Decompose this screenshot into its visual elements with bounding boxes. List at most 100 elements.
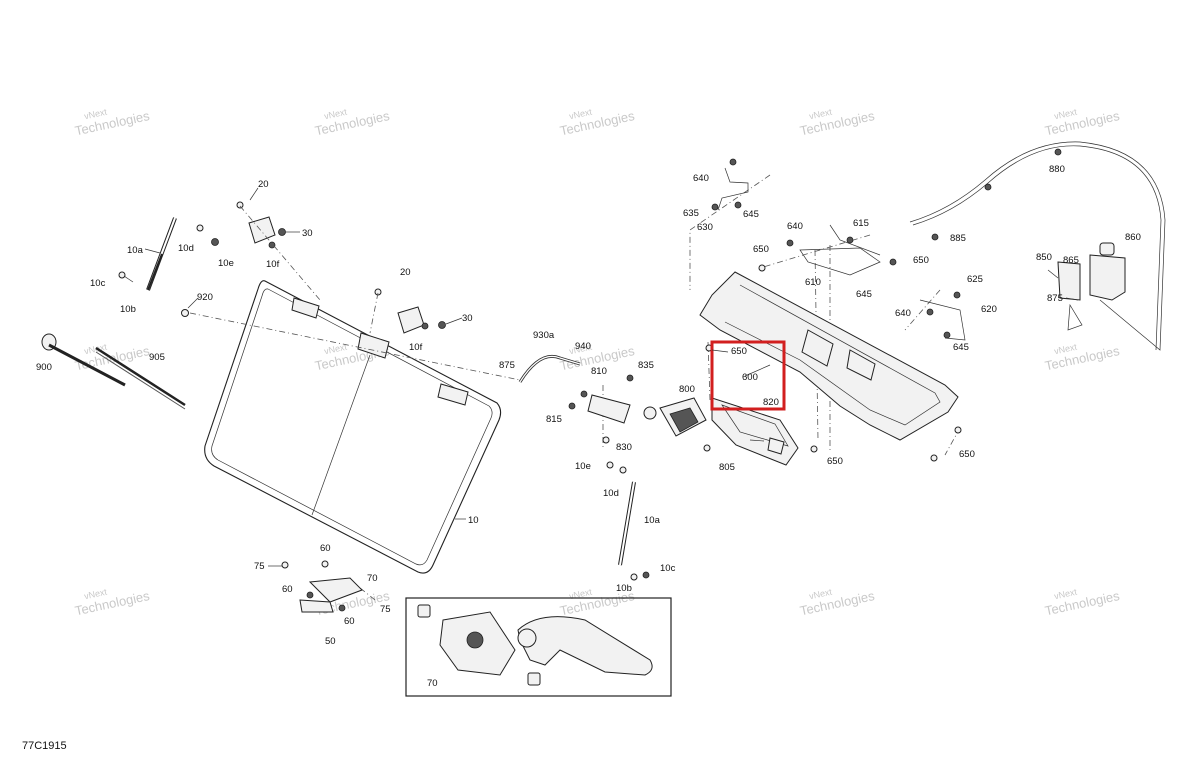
washer-reservoir [1057,242,1126,331]
label-30b: 30 [462,313,473,324]
label-650-e: 650 [827,456,843,467]
callout-labels: 20 30 10a 10d 10e 10f 10c 10b 920 20 30 … [36,164,1141,689]
label-10d-r: 10d [603,488,619,499]
label-900: 900 [36,362,52,373]
watermark-line-1: vNext [1053,107,1078,122]
gas-strut-right [606,461,650,581]
label-10a-r: 10a [644,515,661,526]
watermark-line-1: vNext [83,587,108,602]
hinge-bracket-center [374,288,446,334]
washer-hose [518,355,581,383]
label-650-d: 650 [959,449,975,460]
label-70-a: 70 [367,573,378,584]
label-10f-b: 10f [409,342,423,353]
label-865: 865 [1063,255,1079,266]
label-75-a: 75 [254,561,265,572]
label-800: 800 [679,384,695,395]
lower-latch-bracket [281,560,363,613]
label-50: 50 [325,636,336,647]
storage-tray [711,397,799,466]
watermark-line-1: vNext [323,107,348,122]
label-20: 20 [258,179,269,190]
watermark-line-1: vNext [568,107,593,122]
watermark-line-1: vNext [808,107,833,122]
label-920: 920 [197,292,213,303]
watermark-line-1: vNext [83,107,108,122]
label-10: 10 [468,515,479,526]
windshield-glass [204,280,502,574]
label-880: 880 [1049,164,1065,175]
label-630: 630 [697,222,713,233]
label-10e: 10e [218,258,234,269]
label-835: 835 [638,360,654,371]
label-940: 940 [575,341,591,352]
label-635: 635 [683,208,699,219]
label-600: 600 [742,372,758,383]
label-875-r: 875 [1047,293,1063,304]
label-860: 860 [1125,232,1141,243]
washer-line [909,141,1166,351]
diagram-code: 77C1915 [22,740,67,752]
label-885: 885 [950,233,966,244]
label-875: 875 [499,360,515,371]
dash-panel [699,271,959,441]
latch-assembly [568,374,711,452]
label-930a: 930a [533,330,555,341]
label-645-a: 645 [743,209,759,220]
label-650-a: 650 [731,346,747,357]
label-10f: 10f [266,259,280,270]
label-645-c: 645 [953,342,969,353]
label-10b: 10b [120,304,136,315]
label-70-inset: 70 [427,678,438,689]
label-625: 625 [967,274,983,285]
label-640-a: 640 [693,173,709,184]
label-60-a: 60 [320,543,331,554]
highlight-box [710,340,786,411]
label-815: 815 [546,414,562,425]
label-20b: 20 [400,267,411,278]
label-30: 30 [302,228,313,239]
label-60-c: 60 [344,616,355,627]
label-10a: 10a [127,245,144,256]
label-615: 615 [853,218,869,229]
label-810: 810 [591,366,607,377]
hinge-bracket-left [236,201,286,249]
detail-inset [405,597,672,697]
watermark-line-1: vNext [1053,342,1078,357]
watermark-line-1: vNext [323,342,348,357]
label-10d: 10d [178,243,194,254]
label-650-c: 650 [913,255,929,266]
label-640-c: 640 [895,308,911,319]
label-820: 820 [763,397,779,408]
watermark-line-1: vNext [568,342,593,357]
label-805: 805 [719,462,735,473]
gas-strut-left [118,217,219,317]
watermark-line-1: vNext [808,587,833,602]
label-645-b: 645 [856,289,872,300]
label-610: 610 [805,277,821,288]
wiper-arm [41,333,186,410]
leader-lines [123,187,1079,567]
label-830: 830 [616,442,632,453]
label-60-b: 60 [282,584,293,595]
label-650-b: 650 [753,244,769,255]
label-620: 620 [981,304,997,315]
label-10c-r: 10c [660,563,676,574]
label-640-b: 640 [787,221,803,232]
label-850: 850 [1036,252,1052,263]
label-75-b: 75 [380,604,391,615]
label-10b-r: 10b [616,583,632,594]
watermark-line-1: vNext [1053,587,1078,602]
